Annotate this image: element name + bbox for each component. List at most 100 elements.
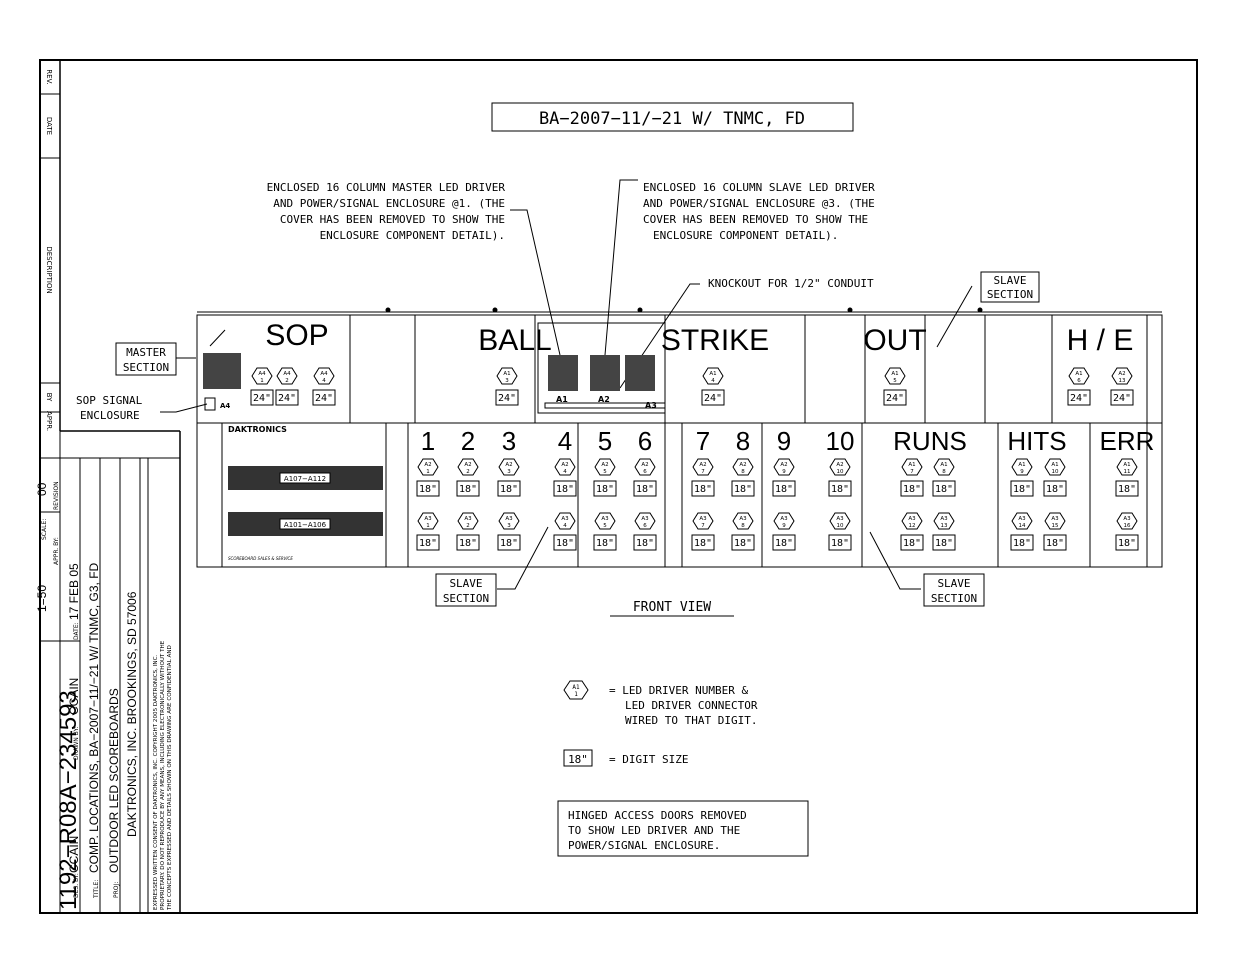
svg-text:18": 18"	[1013, 538, 1031, 549]
sheet-border	[39, 59, 1198, 914]
svg-text:A3: A3	[601, 516, 609, 522]
svg-text:15: 15	[1052, 523, 1059, 529]
label-digit-7: 7	[696, 426, 710, 456]
svg-text:18": 18"	[1118, 538, 1136, 549]
label-out: OUT	[863, 324, 926, 357]
svg-text:9: 9	[1020, 469, 1024, 475]
legend-badge-bottom: 1	[574, 691, 578, 698]
svg-text:A2: A2	[505, 462, 512, 468]
rev-label: REV.	[45, 69, 53, 84]
svg-text:A1: A1	[709, 371, 716, 377]
svg-text:A4: A4	[258, 371, 266, 377]
svg-text:12: 12	[909, 523, 916, 529]
svg-text:A1: A1	[891, 371, 898, 377]
svg-text:10: 10	[837, 523, 844, 529]
drawing-number: 1192−R08A−234593	[55, 690, 82, 910]
svg-text:7: 7	[910, 469, 914, 475]
des-label: DES. BY:	[73, 873, 80, 898]
svg-text:18": 18"	[500, 538, 518, 549]
svg-text:18": 18"	[694, 538, 712, 549]
daktronics-panel: DAKTRONICS A107−A112 A101−A106 SCOREBOAR…	[228, 425, 383, 561]
label-digit-8: 8	[736, 426, 750, 456]
slave-top-line-2: SECTION	[987, 288, 1033, 301]
svg-text:A2: A2	[836, 462, 843, 468]
slave-top-line-1: SLAVE	[993, 274, 1026, 287]
svg-text:A1: A1	[1123, 462, 1130, 468]
legend-badge-top: A1	[572, 684, 580, 691]
svg-text:A3: A3	[908, 516, 916, 522]
svg-text:24": 24"	[315, 393, 333, 404]
note-line-3: POWER/SIGNAL ENCLOSURE.	[568, 839, 720, 852]
label-ball: BALL	[478, 324, 551, 357]
svg-text:6: 6	[643, 469, 647, 475]
legend-size-text: = DIGIT SIZE	[609, 753, 688, 766]
svg-text:18": 18"	[775, 484, 793, 495]
label-digit-9: 9	[777, 426, 791, 456]
svg-text:A3: A3	[836, 516, 844, 522]
svg-text:18": 18"	[734, 484, 752, 495]
svg-text:18": 18"	[903, 484, 921, 495]
svg-text:9: 9	[782, 469, 786, 475]
label-digit-10: 10	[826, 426, 855, 456]
date-field-label: DATE:	[73, 622, 80, 640]
svg-text:13: 13	[941, 523, 948, 529]
driver-a2: A2	[598, 395, 610, 404]
svg-text:8: 8	[741, 469, 745, 475]
legend-line-1: = LED DRIVER NUMBER &	[609, 684, 748, 697]
scale-label: SCALE:	[41, 519, 48, 540]
svg-text:4: 4	[322, 378, 326, 384]
digit-markers: A4124"A4224"A4424"A1324"A1424"A1524"A162…	[250, 367, 1139, 551]
svg-text:6: 6	[1077, 378, 1081, 384]
legend: A1 1 = LED DRIVER NUMBER & LED DRIVER CO…	[557, 680, 809, 857]
master-driver-line-3: COVER HAS BEEN REMOVED TO SHOW THE	[280, 213, 505, 226]
label-hits: HITS	[1007, 426, 1066, 456]
svg-text:11: 11	[1124, 469, 1131, 475]
svg-text:A2: A2	[424, 462, 431, 468]
label-digit-5: 5	[598, 426, 612, 456]
svg-text:A2: A2	[601, 462, 608, 468]
diagram-title: BA−2007−11/−21 W/ TNMC, FD	[539, 109, 805, 129]
revision-strip: REV. DATE DESCRIPTION BY APPR.	[40, 69, 60, 431]
svg-text:18": 18"	[556, 484, 574, 495]
svg-text:A2: A2	[780, 462, 787, 468]
svg-text:10: 10	[1052, 469, 1059, 475]
svg-text:9: 9	[782, 523, 786, 529]
svg-text:2: 2	[285, 378, 289, 384]
scale-value: 1=50	[35, 585, 49, 612]
brand-sub: SCOREBOARD SALES & SERVICE	[228, 556, 293, 561]
svg-text:A1: A1	[1051, 462, 1058, 468]
svg-text:A3: A3	[739, 516, 747, 522]
svg-text:A3: A3	[940, 516, 948, 522]
legend-line-3: WIRED TO THAT DIGIT.	[625, 714, 757, 727]
svg-text:1: 1	[426, 523, 430, 529]
svg-text:24": 24"	[1070, 393, 1088, 404]
svg-text:8: 8	[741, 523, 745, 529]
svg-text:A1: A1	[908, 462, 915, 468]
svg-text:A2: A2	[1118, 371, 1125, 377]
svg-text:3: 3	[507, 469, 511, 475]
driver-a4: A4	[220, 402, 230, 410]
svg-text:24": 24"	[498, 393, 516, 404]
title-box	[491, 102, 854, 132]
slave-left-line-2: SECTION	[443, 592, 489, 605]
label-digit-1: 1	[421, 426, 435, 456]
master-driver-line-4: ENCLOSURE COMPONENT DETAIL).	[320, 229, 505, 242]
brand: DAKTRONICS	[228, 425, 287, 434]
